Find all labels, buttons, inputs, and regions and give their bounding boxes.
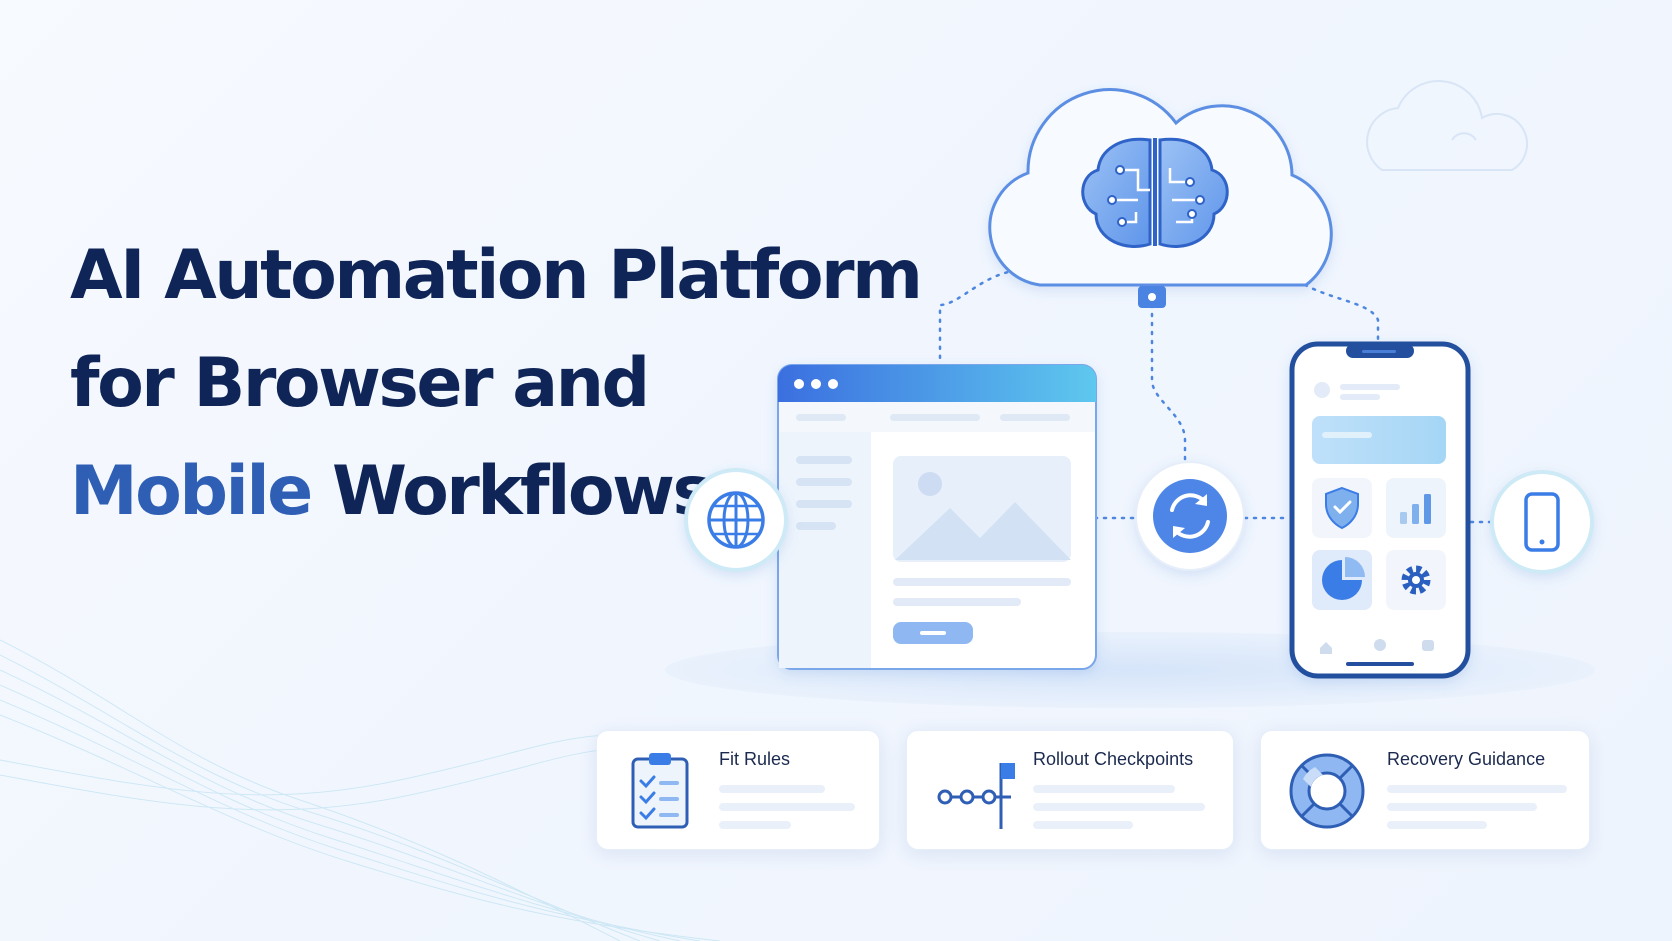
headline-line-1: AI Automation Platform	[70, 236, 923, 315]
placeholder-line	[719, 821, 791, 829]
smartphone-icon	[1490, 470, 1594, 574]
feature-card-fit-rules: Fit Rules	[596, 730, 880, 850]
feature-card-title: Rollout Checkpoints	[1033, 749, 1194, 769]
sync-icon	[1135, 461, 1245, 571]
feature-card-recovery-guidance: Recovery Guidance	[1260, 730, 1590, 850]
globe-icon	[684, 468, 788, 572]
cloud-connector-plug	[1138, 286, 1166, 308]
placeholder-line	[1033, 821, 1133, 829]
milestone-flag-icon	[937, 763, 1015, 829]
placeholder-line	[1387, 803, 1537, 811]
placeholder-line	[1387, 821, 1487, 829]
placeholder-line	[719, 785, 825, 793]
placeholder-line	[1033, 785, 1175, 793]
feature-card-title: Fit Rules	[719, 749, 791, 769]
placeholder-line	[719, 803, 855, 811]
clipboard-checklist-icon	[631, 753, 689, 829]
phone-screen-content	[1312, 344, 1446, 666]
headline-line-2: for Browser and	[70, 344, 650, 423]
feature-card-title: Recovery Guidance	[1387, 749, 1546, 769]
page-headline: AI Automation Platform for Browser and M…	[70, 222, 923, 546]
background-cloud	[1366, 80, 1529, 171]
lifebuoy-icon	[1289, 753, 1365, 829]
brain-circuit-icon	[1081, 137, 1229, 248]
headline-line-3-rest: Workflows	[331, 452, 713, 531]
feature-card-rollout-checkpoints: Rollout Checkpoints	[906, 730, 1234, 850]
browser-window-content	[778, 365, 1096, 668]
headline-accent-word: Mobile	[70, 452, 313, 531]
headline-line-3: Mobile Workflows	[70, 438, 920, 546]
placeholder-line	[1387, 785, 1567, 793]
placeholder-line	[1033, 803, 1205, 811]
